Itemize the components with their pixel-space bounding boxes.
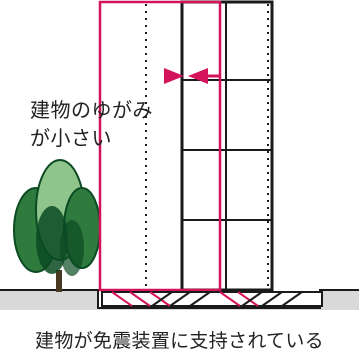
arrow-left-icon	[188, 68, 220, 84]
ground	[0, 289, 359, 310]
support-caption: 建物が免震装置に支持されている	[35, 330, 324, 352]
deformation-caption-line-2: が小さい	[30, 126, 112, 150]
deformation-caption-line-1: 建物のゆがみ	[30, 98, 153, 122]
building-frame	[180, 0, 274, 292]
arrow-right-icon	[164, 68, 184, 84]
building-deformation-outline	[98, 0, 222, 292]
isolation-devices	[101, 291, 323, 307]
tree-icon	[13, 159, 101, 292]
deformation-caption: 建物のゆがみ が小さい	[30, 96, 153, 152]
